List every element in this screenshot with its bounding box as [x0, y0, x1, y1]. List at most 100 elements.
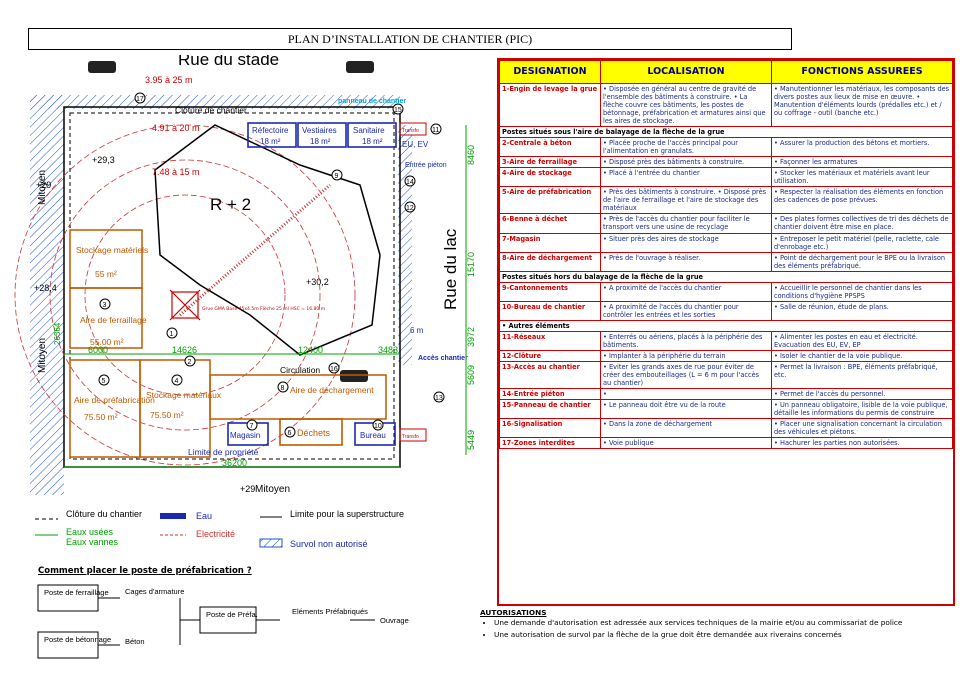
table-row: 12-Clôture• Implanter à la périphérie du…: [499, 349, 953, 362]
marker-10: 10: [372, 419, 384, 431]
svg-text:8: 8: [281, 385, 285, 392]
designation-cell: 3-Aire de ferraillage: [499, 156, 601, 169]
designation-cell: 10-Bureau de chantier: [499, 300, 601, 321]
svg-text:11: 11: [432, 127, 439, 134]
section-label: • Autres éléments: [499, 319, 953, 332]
dim-6m: 6 m: [410, 326, 424, 335]
dim-d3: 7.48 à 15 m: [152, 167, 200, 177]
legend-eaux-usees: Eaux usées: [66, 527, 114, 537]
table-section-row: Postes situés sous l'aire de balayage de…: [499, 126, 953, 139]
fonction-cell: • Salle de réunion, étude de plans.: [771, 300, 953, 321]
designation-cell: 16-Signalisation: [499, 418, 601, 439]
localisation-cell: • A proximité de l'accès du chantier pou…: [600, 300, 772, 321]
vestiaires-area: 18 m²: [310, 137, 331, 146]
crane-radius-20: [49, 159, 321, 431]
fonction-cell: • Assurer la production des bétons et mo…: [771, 137, 953, 158]
stockage2-label: Stockage matériaux: [146, 390, 222, 400]
forbidden-zone-west: [30, 95, 64, 495]
table-row: 13-Accès au chantier• Eviter les grands …: [499, 360, 953, 390]
marker-2: 2: [184, 355, 196, 367]
localisation-cell: • Dans la zone de déchargement: [600, 418, 772, 439]
crane-info: Grue GMA Base 45x4.5m Flèche 25 ml HSC =…: [202, 305, 325, 312]
svg-text:15: 15: [394, 107, 402, 114]
table-row: 14-Entrée piéton•• Permet de l'accès du …: [499, 387, 953, 401]
svg-text:14: 14: [406, 179, 414, 186]
legend-survol: Survol non autorisé: [290, 539, 368, 549]
marker-12: 12: [404, 201, 416, 213]
dim-26364: 26364: [53, 322, 62, 345]
fonction-cell: • Entreposer le petit matériel (pelle, r…: [771, 232, 953, 253]
transfo-label: Transfo: [402, 128, 419, 134]
legend-cloture: Clôture du chantier: [66, 509, 142, 519]
building-outline: [154, 124, 381, 356]
level-5: +29: [240, 484, 255, 494]
site-plan: R + 2 Grue GMA Base 45x4.5m Flèche 25 ml…: [14, 55, 476, 549]
designation-cell: 12-Clôture: [499, 349, 601, 362]
designation-cell: 14-Entrée piéton: [499, 387, 601, 401]
designation-cell: 13-Accès au chantier: [499, 360, 601, 390]
car-icon: [88, 61, 374, 382]
limite-propriete-label: Limite de propriété: [188, 447, 259, 457]
dim-15170: 15170: [466, 252, 476, 277]
autorisation-item: Une autorisation de survol par la flèche…: [494, 630, 970, 639]
svg-text:12: 12: [406, 205, 414, 212]
fonction-cell: • Respecter la réalisation des éléments …: [771, 186, 953, 215]
localisation-cell: • A proximité de l'accès du chantier: [600, 281, 772, 302]
marker-6: 6: [284, 426, 296, 438]
localisation-cell: • Près de l'ouvrage à réaliser.: [600, 251, 772, 272]
transfo-box: [399, 122, 427, 136]
table-row: 3-Aire de ferraillage• Disposé près des …: [499, 156, 953, 169]
dim-d2: 4.91 à 20 m: [152, 123, 200, 133]
marker-7: 7: [246, 419, 258, 431]
fonction-cell: • Permet la livraison : BPE, éléments pr…: [771, 360, 953, 390]
designation-table: DESIGNATION LOCALISATION FONCTIONS ASSUR…: [497, 58, 955, 606]
fonction-cell: • Alimenter les postes en eau et électri…: [771, 330, 953, 351]
table-row: 5-Aire de préfabrication• Près des bâtim…: [499, 186, 953, 215]
street-north: Rue du stade: [178, 55, 279, 69]
table-row: 2-Centrale à béton• Placée proche de l'a…: [499, 137, 953, 158]
refectoire-label: Réfectoire: [252, 126, 289, 135]
svg-text:10: 10: [374, 423, 382, 430]
stockage1-label: Stockage matériels: [76, 245, 148, 255]
section-label: Postes situés hors du balayage de la flè…: [499, 270, 953, 283]
fonction-cell: • Stocker les matériaux et matériels ava…: [771, 167, 953, 188]
prefab-label: Aire de préfabrication: [74, 395, 155, 405]
designation-cell: 5-Aire de préfabrication: [499, 186, 601, 215]
fonction-cell: • Manutentionner les matériaux, les comp…: [771, 82, 953, 128]
entree-pieton-label: Entrée piéton: [405, 162, 447, 169]
marker-3: 3: [99, 298, 111, 310]
svg-text:13: 13: [435, 395, 443, 402]
marker-16: 16: [328, 362, 340, 374]
localisation-cell: • Disposé près des bâtiments à construir…: [600, 156, 772, 169]
dim-3972: 3972: [466, 327, 476, 347]
street-east: Rue du lac: [441, 228, 460, 310]
transfo-label-2: Transfo: [402, 434, 419, 440]
designation-cell: 7-Magasin: [499, 232, 601, 253]
fonction-cell: • Des plates formes collectives de tri d…: [771, 213, 953, 234]
table-row: 17-Zones interdites• Voie publique• Hach…: [499, 437, 953, 450]
table-section-row: Postes situés hors du balayage de la flè…: [499, 270, 953, 283]
localisation-cell: • Près des bâtiments à construire. • Dis…: [600, 186, 772, 215]
localisation-cell: • Placé à l'entrée du chantier: [600, 167, 772, 188]
dim-3483: 3483: [378, 345, 398, 355]
marker-8: 8: [277, 381, 289, 393]
table-row: 6-Benne à déchet• Près de l'accès du cha…: [499, 213, 953, 234]
marker-1: 1: [166, 327, 178, 339]
dim-5609: 5609: [466, 365, 476, 385]
svg-text:7: 7: [250, 423, 254, 430]
designation-cell: 4-Aire de stockage: [499, 167, 601, 188]
eu-ev-label: EU, EV: [402, 140, 429, 149]
autorisations-title: AUTORISATIONS: [480, 608, 547, 617]
designation-cell: 6-Benne à déchet: [499, 213, 601, 234]
table-row: 8-Aire de déchargement• Près de l'ouvrag…: [499, 251, 953, 272]
mitoyen-top: Mitoyen: [37, 170, 48, 205]
table-section-row: • Autres éléments: [499, 319, 953, 332]
level-2: +29: [36, 180, 51, 190]
flow-betonnage: Poste de bétonnage: [44, 635, 111, 644]
designation-cell: 17-Zones interdites: [499, 437, 601, 450]
legend-limite: Limite pour la superstructure: [290, 509, 404, 519]
localisation-cell: • Disposée en général au centre de gravi…: [600, 82, 772, 128]
fonction-cell: • Accueillir le personnel de chantier da…: [771, 281, 953, 302]
svg-text:2: 2: [188, 359, 192, 366]
crane-jib: [179, 183, 331, 317]
